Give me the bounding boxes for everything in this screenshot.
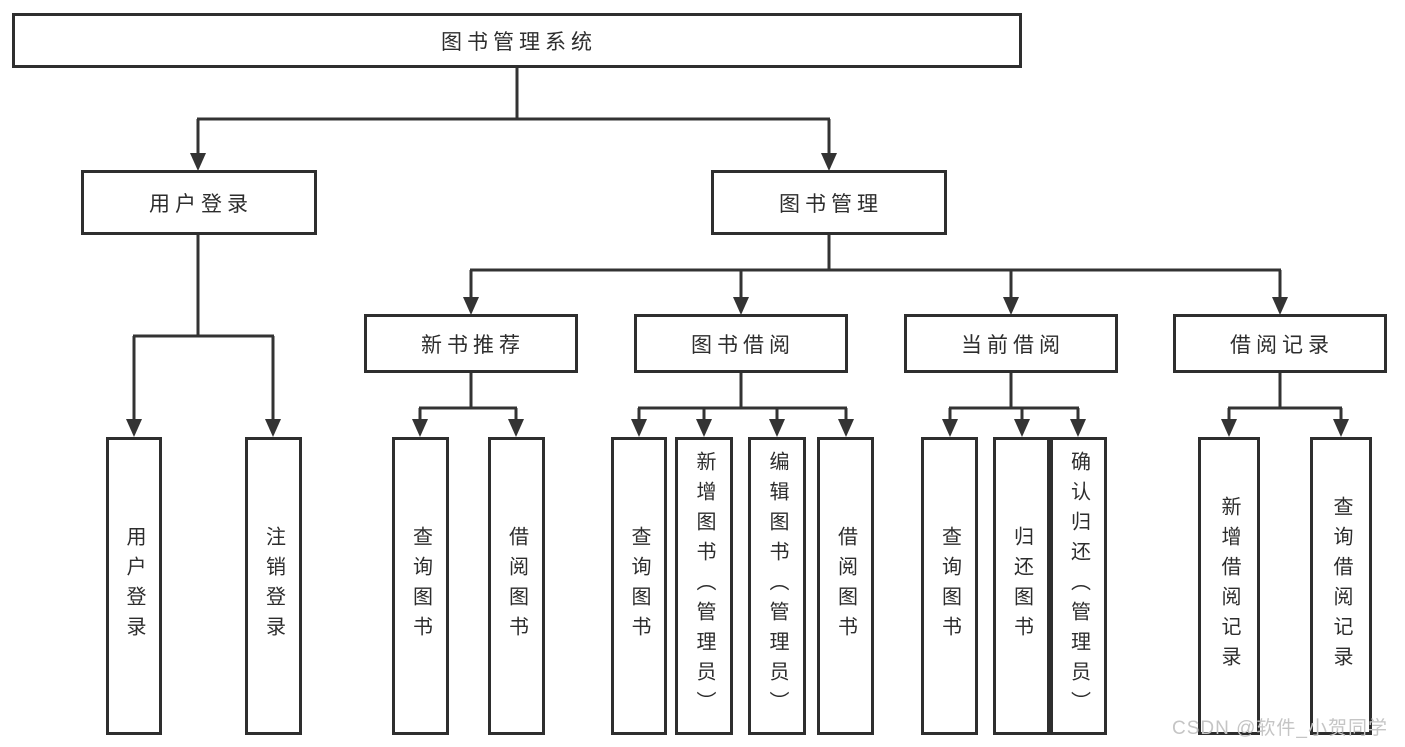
node-label: 查询借阅记录	[1330, 496, 1352, 676]
node-label: 借阅图书	[505, 526, 528, 646]
node-label: 注销登录	[262, 526, 285, 646]
leaf-query-books-recommend: 查询图书	[392, 437, 449, 735]
node-label: 当前借阅	[961, 333, 1065, 357]
connector-root-to-level2	[196, 68, 831, 157]
leaf-borrow-books-recommend: 借阅图书	[488, 437, 545, 735]
connector-records-to-children	[1227, 373, 1343, 423]
connector-bookmgmt-to-level3	[469, 235, 1282, 301]
node-book-borrowing: 图书借阅	[634, 314, 848, 373]
node-label: 新书推荐	[421, 333, 525, 357]
node-label: 查询图书	[409, 526, 432, 646]
node-label: 查询图书	[628, 526, 650, 646]
node-current-borrowing: 当前借阅	[904, 314, 1118, 373]
leaf-user-login: 用户登录	[106, 437, 162, 735]
connector-userlogin-to-children	[132, 235, 275, 423]
node-borrowing-records: 借阅记录	[1173, 314, 1387, 373]
node-new-book-recommendation: 新书推荐	[364, 314, 578, 373]
node-label: 新增图书（管理员）	[693, 451, 715, 721]
leaf-borrow-books: 借阅图书	[817, 437, 874, 735]
node-label: 图书管理	[779, 192, 883, 216]
leaf-query-books-current: 查询图书	[921, 437, 978, 735]
node-label: 借阅记录	[1230, 333, 1334, 357]
node-label: 查询图书	[938, 526, 961, 646]
leaf-query-borrow-record: 查询借阅记录	[1310, 437, 1372, 735]
node-label: 编辑图书（管理员）	[766, 451, 788, 721]
node-library-management-system: 图书管理系统	[12, 13, 1022, 68]
arrowheads	[126, 153, 1349, 437]
node-book-management: 图书管理	[711, 170, 947, 235]
leaf-add-borrow-record: 新增借阅记录	[1198, 437, 1260, 735]
leaf-query-books-borrow: 查询图书	[611, 437, 667, 735]
node-label: 用户登录	[149, 192, 253, 216]
node-label: 新增借阅记录	[1218, 496, 1240, 676]
node-label: 图书借阅	[691, 333, 795, 357]
node-label: 确认归还（管理员）	[1067, 451, 1090, 721]
node-label: 借阅图书	[834, 526, 857, 646]
connector-currentborrow-to-children	[948, 373, 1080, 423]
node-user-login: 用户登录	[81, 170, 317, 235]
node-label: 图书管理系统	[441, 30, 597, 54]
connector-bookborrow-to-children	[637, 373, 848, 423]
leaf-return-books: 归还图书	[993, 437, 1050, 735]
connector-newbook-to-children	[418, 373, 518, 423]
leaf-add-books-admin: 新增图书（管理员）	[675, 437, 733, 735]
leaf-confirm-return-admin: 确认归还（管理员）	[1050, 437, 1107, 735]
node-label: 归还图书	[1010, 526, 1033, 646]
leaf-logout: 注销登录	[245, 437, 302, 735]
leaf-edit-books-admin: 编辑图书（管理员）	[748, 437, 806, 735]
watermark: CSDN @软件_小贺同学	[1172, 718, 1388, 739]
node-label: 用户登录	[123, 526, 145, 646]
